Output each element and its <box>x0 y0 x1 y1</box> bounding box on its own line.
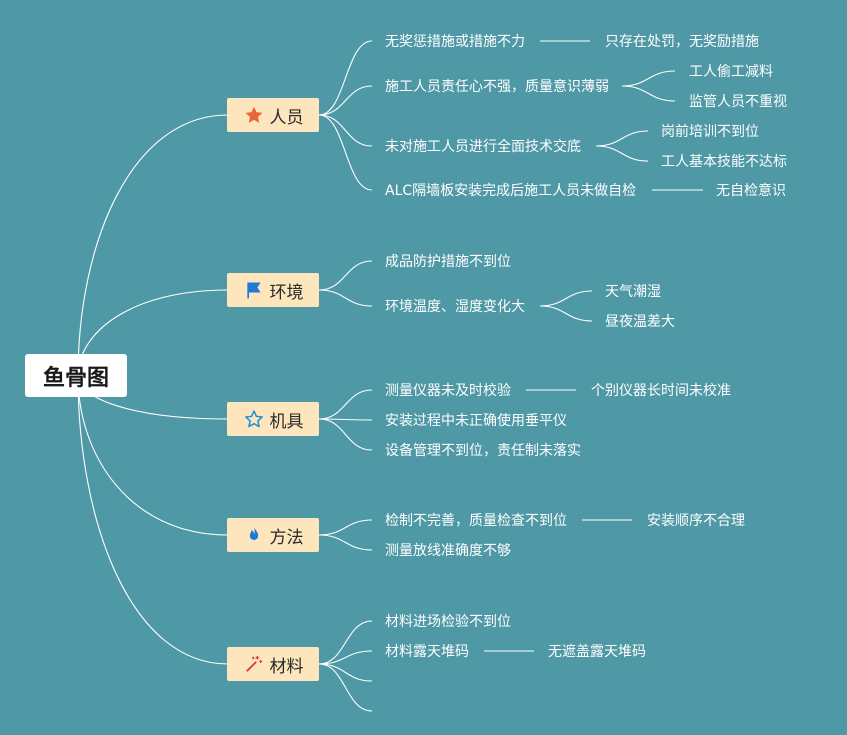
connector-curve <box>318 534 373 551</box>
item-node[interactable]: 环境温度、湿度变化大 <box>385 299 525 315</box>
item-node[interactable]: 施工人员责任心不强，质量意识薄弱 <box>385 79 609 95</box>
connector-curve <box>318 114 373 147</box>
branch-node-material[interactable]: 材料 <box>227 647 319 681</box>
connector-curve <box>318 389 373 420</box>
leaf-node[interactable]: 岗前培训不到位 <box>661 124 759 140</box>
item-node[interactable]: 未对施工人员进行全面技术交底 <box>385 139 581 155</box>
flame-icon <box>243 524 265 546</box>
connector-curve <box>318 289 373 307</box>
item-node[interactable]: 检制不完善，质量检查不到位 <box>385 513 567 529</box>
leaf-node[interactable]: 监管人员不重视 <box>689 94 787 110</box>
leaf-node[interactable]: 无自检意识 <box>716 183 786 199</box>
leaf-node[interactable]: 无遮盖露天堆码 <box>548 644 646 660</box>
leaf-node[interactable]: 工人偷工减料 <box>689 64 773 80</box>
branch-label: 人员 <box>269 107 304 128</box>
connector-curve <box>595 130 649 147</box>
branch-node-method[interactable]: 方法 <box>227 518 319 552</box>
star-filled-icon <box>243 104 265 126</box>
connector-curve <box>318 85 373 116</box>
connector-curve <box>318 418 373 451</box>
item-node[interactable]: 无奖惩措施或措施不力 <box>385 34 525 50</box>
leaf-node[interactable]: 只存在处罚，无奖励措施 <box>605 34 759 50</box>
leaf-node[interactable]: 昼夜温差大 <box>605 314 675 330</box>
root-connector <box>77 375 229 536</box>
connector-curve <box>318 114 373 191</box>
connector-curve <box>318 40 373 116</box>
branch-label: 方法 <box>269 527 304 548</box>
leaf-node[interactable]: 安装顺序不合理 <box>647 513 745 529</box>
branch-node-environment[interactable]: 环境 <box>227 273 319 307</box>
connector-curve <box>318 620 373 665</box>
item-node[interactable]: 成品防护措施不到位 <box>385 254 511 270</box>
item-node[interactable]: 材料进场检验不到位 <box>385 614 511 630</box>
branch-label: 机具 <box>269 411 304 432</box>
item-node[interactable]: 设备管理不到位，责任制未落实 <box>385 443 581 459</box>
flag-icon <box>243 279 265 301</box>
magic-wand-icon <box>243 653 265 675</box>
leaf-node[interactable]: 天气潮湿 <box>605 284 661 300</box>
leaf-node[interactable]: 个别仪器长时间未校准 <box>591 383 731 399</box>
connector-curve <box>621 70 676 87</box>
item-node[interactable]: 测量放线准确度不够 <box>385 543 511 559</box>
item-node[interactable]: ALC隔墙板安装完成后施工人员未做自检 <box>385 183 637 199</box>
root-connector <box>77 375 229 665</box>
connector-curve <box>318 650 373 665</box>
root-node[interactable]: 鱼骨图 <box>25 354 127 397</box>
branch-label: 环境 <box>269 282 304 303</box>
connector-curve <box>318 663 373 682</box>
connector-curve <box>318 260 373 291</box>
connector-curve <box>539 305 593 322</box>
branch-node-equipment[interactable]: 机具 <box>227 402 319 436</box>
connector-curve <box>318 519 373 536</box>
branch-node-personnel[interactable]: 人员 <box>227 98 319 132</box>
item-node[interactable]: 测量仪器未及时校验 <box>385 383 511 399</box>
item-node[interactable]: 安装过程中未正确使用垂平仪 <box>385 413 567 429</box>
branch-label: 材料 <box>269 656 304 677</box>
leaf-node[interactable]: 工人基本技能不达标 <box>661 154 787 170</box>
connector-curve <box>621 85 676 102</box>
item-node[interactable]: 材料露天堆码 <box>385 644 469 660</box>
star-outline-icon <box>243 408 265 430</box>
connector-curve <box>595 145 649 162</box>
connector-curve <box>539 290 593 307</box>
connector-curve <box>318 663 373 712</box>
root-connector <box>77 114 229 377</box>
